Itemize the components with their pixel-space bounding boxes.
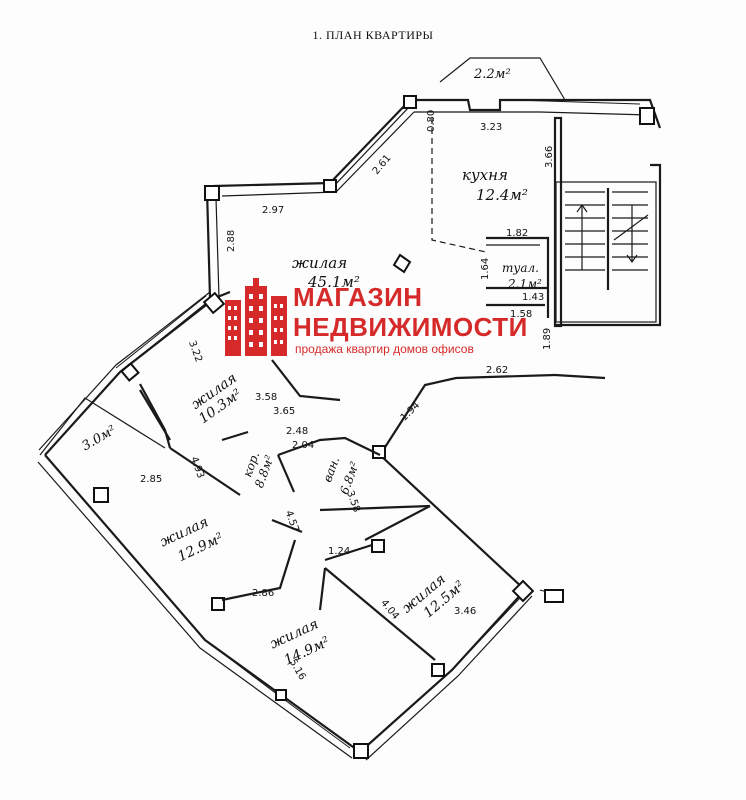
dim-2-61: 2.61 — [371, 153, 394, 177]
dim-1-82: 1.82 — [506, 228, 528, 239]
dim-3-22: 3.22 — [186, 339, 204, 364]
dim-2-88: 2.88 — [226, 230, 237, 252]
dim-4-04: 4.04 — [378, 598, 401, 622]
dim-0-80: 0.80 — [426, 110, 437, 132]
room-name-bath: ван. — [320, 455, 342, 484]
dim-4-57: 4.57 — [283, 509, 301, 534]
interior-walls — [139, 118, 550, 661]
dim-2-48: 2.48 — [286, 426, 308, 437]
dim-3-46: 3.46 — [454, 606, 476, 617]
room-name-toilet: туал. — [502, 261, 539, 275]
dim-4-93: 4.93 — [188, 455, 206, 480]
watermark-tagline: продажа квартир домов офисов — [295, 342, 474, 356]
watermark: МАГАЗИН НЕДВИЖИМОСТИ продажа квартир дом… — [223, 276, 553, 360]
balcony-left-area: 3.0м² — [80, 423, 119, 454]
dim-2-62: 2.62 — [486, 365, 508, 376]
dim-2-04: 2.04 — [292, 440, 314, 451]
dim-1-94: 1.94 — [399, 400, 423, 424]
dim-3-23: 3.23 — [480, 122, 502, 133]
dim-3-65: 3.65 — [273, 406, 295, 417]
room-area-kitchen: 12.4м² — [476, 186, 528, 204]
building-logo-icon — [225, 278, 287, 356]
dim-1-24: 1.24 — [328, 546, 350, 557]
windows — [115, 99, 641, 749]
staircase — [565, 188, 649, 290]
dim-2-86: 2.86 — [252, 588, 274, 599]
outer-walls — [37, 57, 662, 761]
dim-1-89: 1.89 — [542, 328, 553, 350]
room-labels: жилая 45.1м² кухня 12.4м² туал. 2.1м² жи… — [80, 67, 543, 669]
dim-2-85: 2.85 — [140, 474, 162, 485]
room-name-kitchen: кухня — [462, 166, 508, 184]
balcony-top-area: 2.2м² — [473, 67, 511, 82]
dim-3-66: 3.66 — [544, 146, 555, 168]
dim-3-58b: 3.58 — [344, 489, 362, 514]
dim-3-58: 3.58 — [255, 392, 277, 403]
room-area-living-main: 45.1м² — [307, 273, 360, 291]
watermark-line2: НЕДВИЖИМОСТИ — [293, 312, 528, 342]
dim-1-43: 1.43 — [522, 292, 544, 303]
columns — [93, 95, 655, 759]
plan-title: 1. ПЛАН КВАРТИРЫ — [312, 28, 434, 42]
dim-2-97: 2.97 — [262, 205, 284, 216]
dim-1-64: 1.64 — [480, 258, 491, 280]
watermark-line1: МАГАЗИН — [293, 282, 423, 312]
room-area-toilet: 2.1м² — [507, 277, 542, 291]
room-name-living-main: жилая — [292, 254, 347, 272]
dim-1-58: 1.58 — [510, 309, 532, 320]
